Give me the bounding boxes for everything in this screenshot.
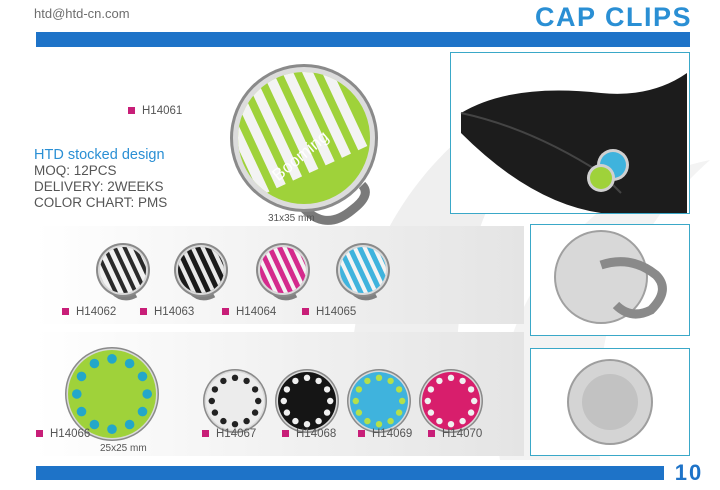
bullet-square [428,430,435,438]
product-code-h14063: H14063 [140,306,194,318]
product-code-h14061: H14061 [128,105,182,117]
header-bar [36,32,690,47]
product-info: HTD stocked design MOQ: 12PCS DELIVERY: … [34,147,167,211]
bullet-square [140,308,147,316]
contact-email: htd@htd-cn.com [34,6,130,21]
cap-photo [460,73,687,213]
product-image-h14066 [65,347,159,441]
product-image-h14062 [96,243,150,301]
row2-products: H14066 H14067 H14068 H14069 H14070 [36,332,524,456]
product-image-h14063 [174,243,228,301]
footer-bar [36,466,664,480]
product-code-h14070: H14070 [428,428,482,440]
product-image-h14067 [203,369,267,433]
product-code-h14062: H14062 [62,306,116,318]
bullet-square [282,430,289,438]
marker-photo [567,359,653,445]
bullet-square [36,430,43,438]
size-label-main: 31x35 mm [268,213,315,224]
product-image-h14061: Booming [230,64,378,225]
page-title: CAP CLIPS [534,2,692,32]
bullet-square [202,430,209,438]
cap-photo-box [450,52,690,214]
page-number: 10 [674,460,704,485]
size-label-row2: 25x25 mm [100,443,147,454]
info-moq: MOQ: 12PCS [34,163,117,178]
product-code-h14064: H14064 [222,306,276,318]
product-image-h14065 [336,243,390,301]
clip-back-photo-box [530,224,690,336]
bullet-square [128,107,135,115]
product-code-h14067: H14067 [202,428,256,440]
bullet-square [62,308,69,316]
product-code-h14069: H14069 [358,428,412,440]
product-image-h14064 [256,243,310,301]
bullet-square [222,308,229,316]
product-image-h14069 [347,369,411,433]
info-delivery: DELIVERY: 2WEEKS [34,179,164,194]
product-code-h14065: H14065 [302,306,356,318]
row1-products: H14062 H14063 H14064 H14065 [36,226,524,324]
product-code-h14066: H14066 [36,428,90,440]
marker-photo-box [530,348,690,456]
product-image-h14070 [419,369,483,433]
product-image-h14068 [275,369,339,433]
product-code-h14068: H14068 [282,428,336,440]
info-color-chart: COLOR CHART: PMS [34,195,168,210]
info-heading: HTD stocked design [34,147,165,163]
clip-back-photo [554,230,667,324]
bullet-square [358,430,365,438]
bullet-square [302,308,309,316]
